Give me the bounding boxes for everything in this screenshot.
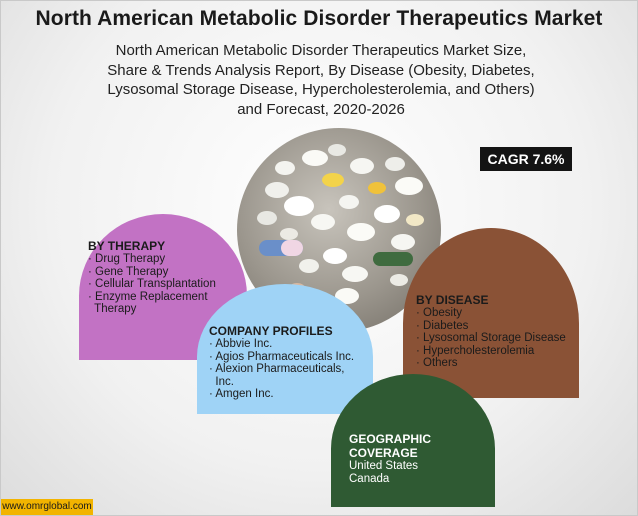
list-item: United States [349, 460, 419, 472]
cagr-badge: CAGR 7.6% [480, 147, 572, 171]
subtitle-line: North American Metabolic Disorder Therap… [115, 42, 527, 59]
disease-heading: BY DISEASE [416, 293, 489, 307]
list-item: · Drug Therapy [88, 253, 166, 265]
website-link[interactable]: www.omrglobal.com [1, 499, 93, 515]
list-item: Therapy [88, 303, 137, 315]
disease-segment: BY DISEASE · Obesity · Diabetes · Lysoso… [403, 228, 579, 398]
list-item: · Enzyme Replacement [88, 290, 208, 303]
list-item: · Diabetes [416, 319, 469, 332]
list-item: · Gene Therapy [88, 265, 169, 278]
list-item: Canada [349, 472, 390, 485]
list-item: · Obesity [416, 307, 463, 319]
subtitle-line: Share & Trends Analysis Report, By Disea… [107, 61, 535, 79]
page-title: North American Metabolic Disorder Therap… [35, 7, 603, 30]
list-item: · Hypercholesterolemia [416, 344, 535, 357]
geo-heading: GEOGRAPHIC COVERAGE [349, 432, 432, 460]
therapy-heading: BY THERAPY [88, 239, 166, 253]
list-item: · Others [416, 357, 458, 369]
company-segment: COMPANY PROFILES · Abbvie Inc. · Agios P… [197, 284, 373, 414]
list-item: · Lysosomal Storage Disease [416, 332, 566, 344]
list-item: · Agios Pharmaceuticals Inc. [209, 350, 355, 363]
company-heading: COMPANY PROFILES [209, 324, 333, 338]
list-item: · Cellular Transplantation [88, 278, 216, 290]
geo-segment: GEOGRAPHIC COVERAGE United States Canada [331, 374, 495, 507]
pills-illustration [257, 144, 424, 304]
report-subtitle: North American Metabolic Disorder Therap… [61, 41, 581, 119]
list-item: · Amgen Inc. [209, 388, 274, 400]
subtitle-line: Lysosomal Storage Disease, Hypercholeste… [107, 81, 535, 98]
list-item: Inc. [209, 375, 234, 388]
list-item: · Alexion Pharmaceuticals, [209, 363, 345, 375]
list-item: · Abbvie Inc. [209, 338, 273, 350]
subtitle-line: and Forecast, 2020-2026 [237, 100, 405, 118]
